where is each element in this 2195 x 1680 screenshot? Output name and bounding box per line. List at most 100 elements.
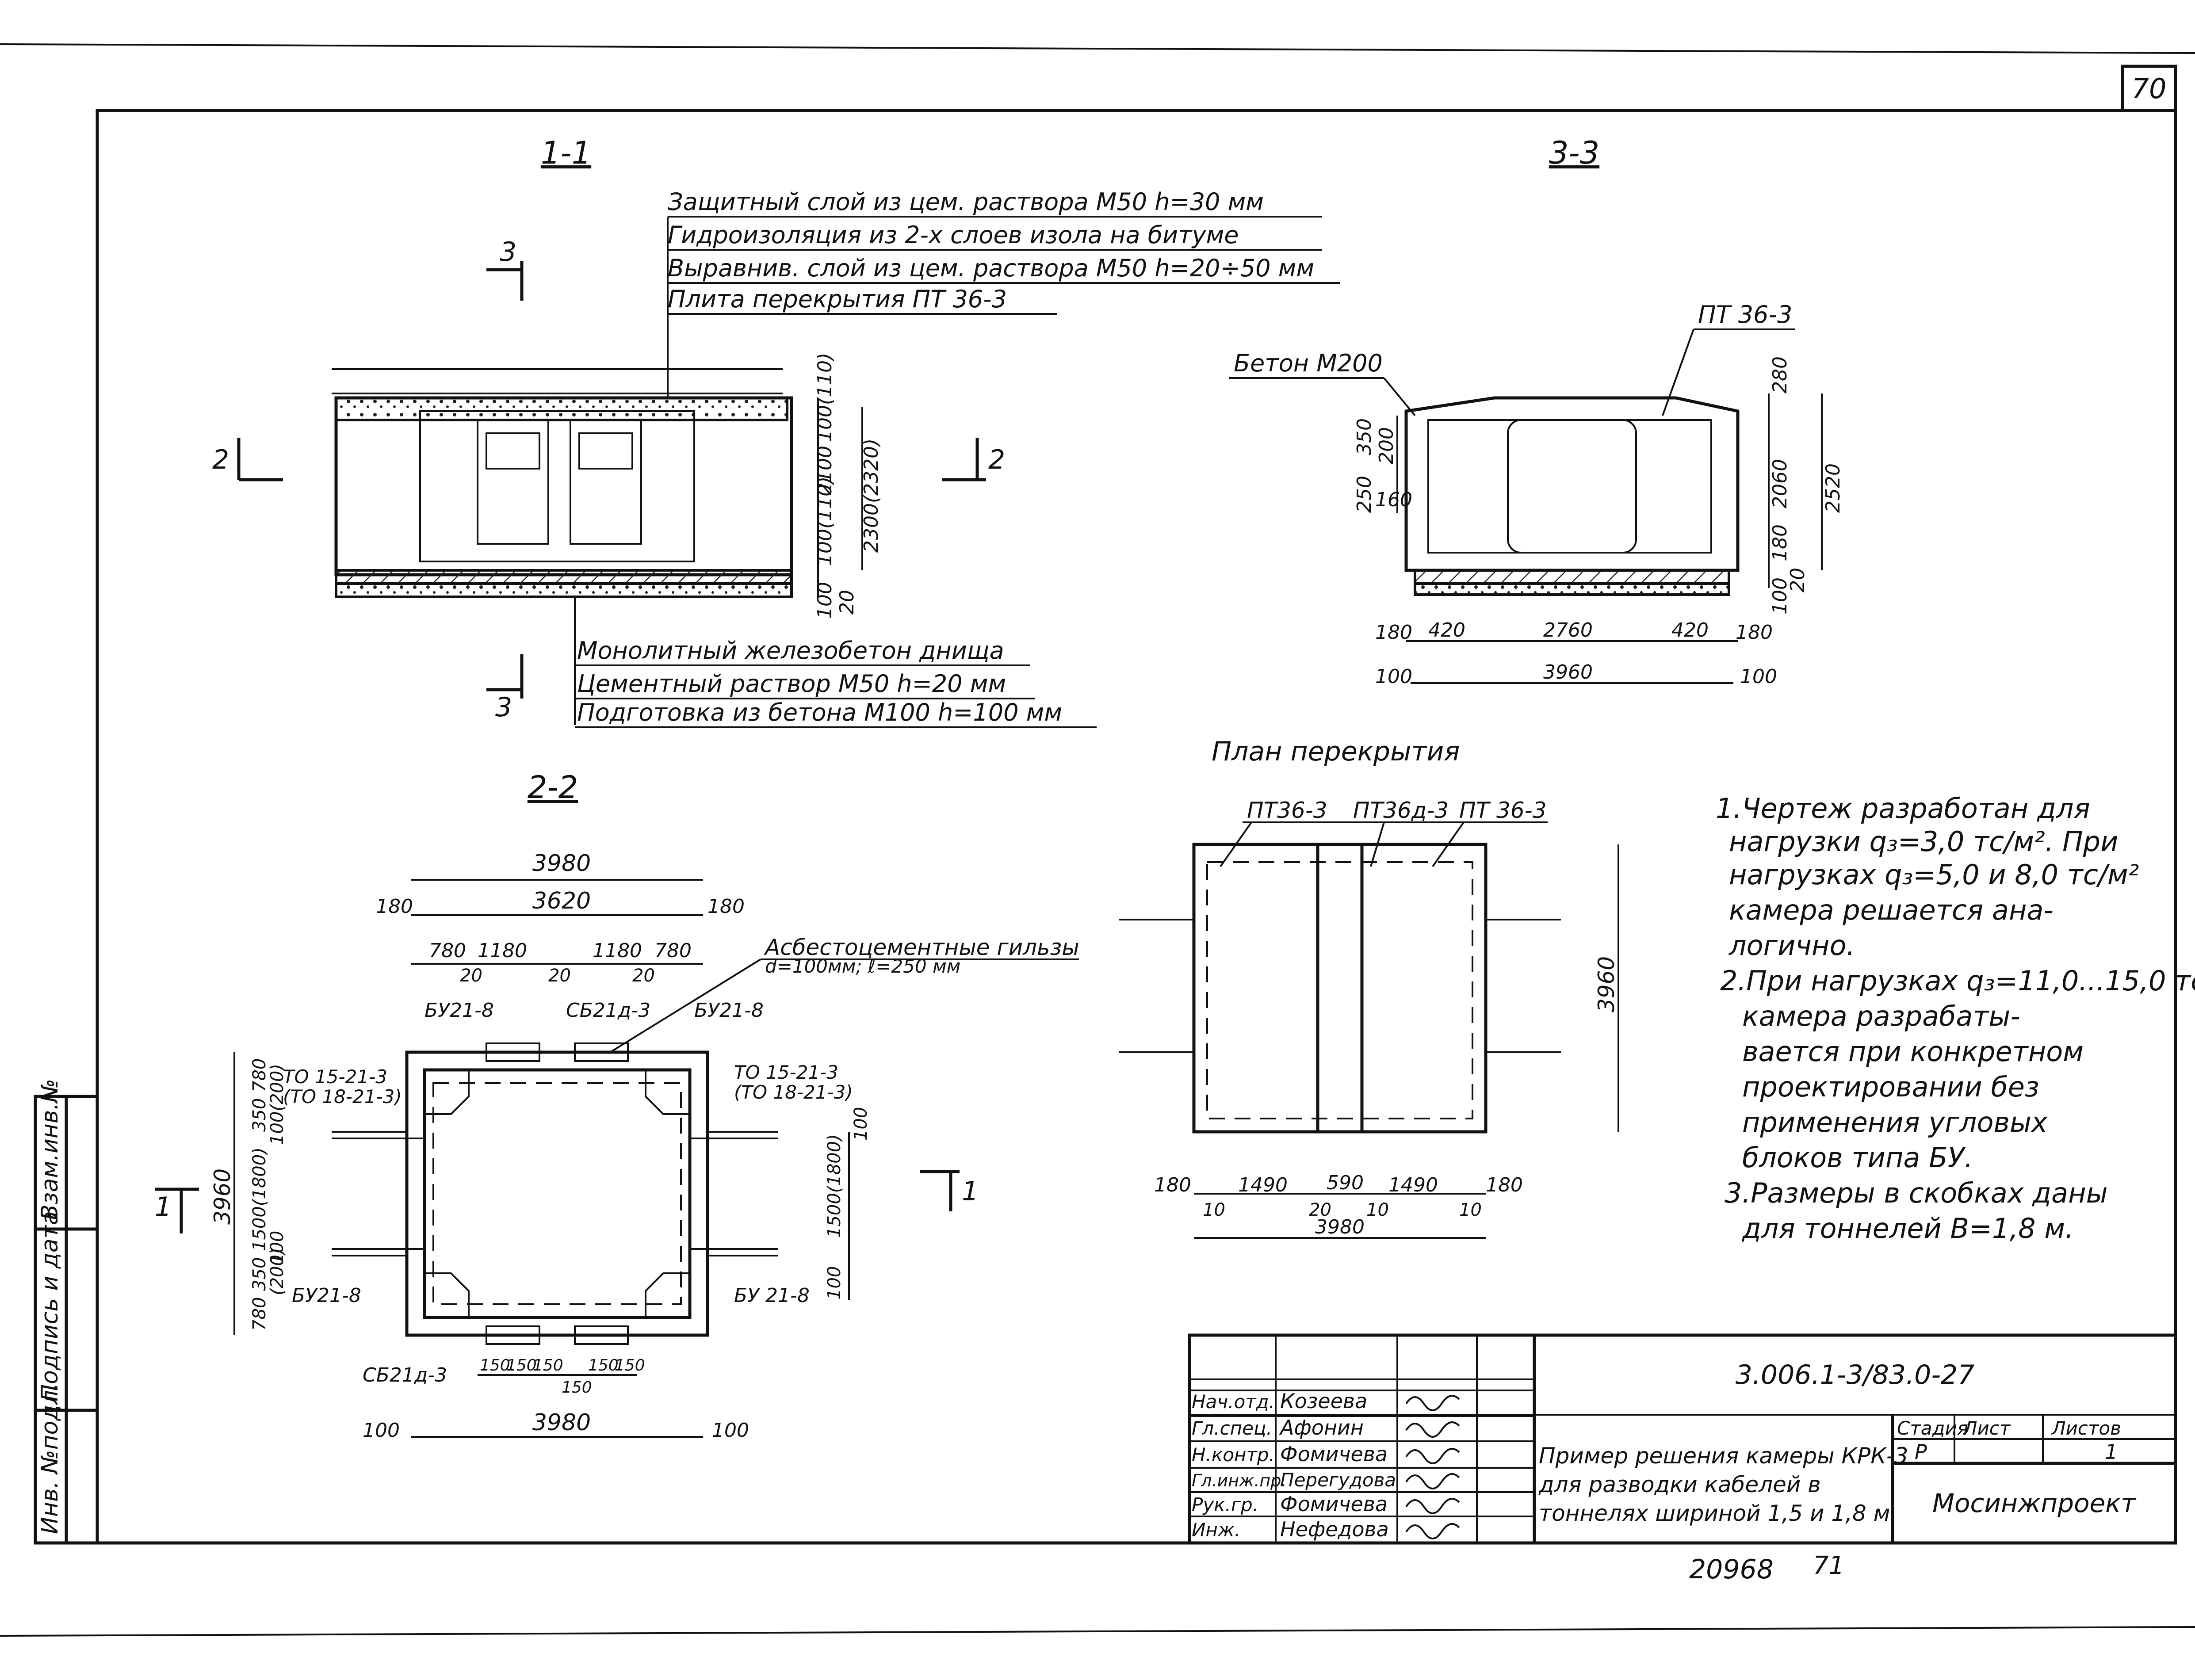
cut-2-left: 2 <box>212 444 229 475</box>
dim-2-2-s3: 150 <box>533 1356 563 1375</box>
dim-3-3-b3: 2760 <box>1543 619 1593 641</box>
block-bu21-8-tl: БУ21-8 <box>424 999 494 1022</box>
signature-0 <box>1405 1395 1460 1411</box>
dim-2-2-s1: 150 <box>480 1356 510 1375</box>
dim-3-3-350: 350 <box>1353 418 1376 455</box>
plan-label-pt36d-3: ПТ36д-3 <box>1353 798 1449 823</box>
stamp-vzam-inv: Взам.инв.№ <box>37 1079 63 1220</box>
footer-number: 20968 <box>1689 1554 1774 1585</box>
section-3-3: 3-3 ПТ 36-3 Бетон М200 350 200 250 160 2… <box>1229 135 1844 688</box>
label-beton-m200: Бетон М200 <box>1234 349 1383 377</box>
dim-1-1-top: 100(110) <box>814 353 836 442</box>
sheet-edge-bottom <box>0 1626 2195 1637</box>
plan-title: План перекрытия <box>1212 736 1460 767</box>
dim-2-2-780r: 780 <box>654 939 692 962</box>
dim-1-1-bottom: 100(110) <box>814 477 836 566</box>
role-4: Рук.гр. <box>1192 1494 1258 1516</box>
organization: Мосинжпроект <box>1932 1488 2137 1518</box>
dim-3-3-280: 280 <box>1769 356 1791 393</box>
dim-1-1-2300: 2300(2320) <box>860 439 883 553</box>
cut-2-right: 2 <box>988 444 1005 475</box>
note-line-11: блоков типа БУ. <box>1742 1142 1973 1174</box>
role-3: Гл.инж.пр. <box>1192 1471 1286 1490</box>
dim-2-2-1180b: 1180 <box>593 939 642 962</box>
cut-1-left: 1 <box>155 1191 172 1222</box>
dim-2-2-s2: 150 <box>506 1356 537 1375</box>
plan-dim-10c: 10 <box>1459 1200 1482 1220</box>
name-0: Козеева <box>1280 1389 1367 1413</box>
dim-2-2-b100r: 100 <box>712 1419 749 1442</box>
plan-dim-10a: 10 <box>1203 1200 1225 1220</box>
dim-3-3-250: 250 <box>1353 476 1376 513</box>
dim-2-2-780l: 780 <box>429 939 466 962</box>
dim-3-3-b4: 420 <box>1671 619 1709 641</box>
col-header-stage: Стадия <box>1897 1417 1968 1439</box>
note-line-1: 1.Чертеж разработан для <box>1716 792 2090 825</box>
note-line-6: 2.При нагрузках q₃=11,0...15,0 тс/м² <box>1720 965 2195 997</box>
plan-dim-1490r: 1490 <box>1388 1174 1438 1196</box>
dim-2-2-100-200: 100(200) <box>267 1064 287 1145</box>
note-line-5: логично. <box>1728 929 1855 962</box>
dim-2-2-r1500: 1500(1800) <box>824 1134 845 1238</box>
description-line-2: для разводки кабелей в <box>1538 1472 1821 1497</box>
plan-dim-20: 20 <box>1309 1200 1331 1220</box>
col-value-stage: Р <box>1915 1440 1927 1464</box>
dim-2-2-b3980: 3980 <box>532 1409 591 1436</box>
plan-label-pt36-3-right: ПТ 36-3 <box>1459 798 1547 823</box>
plan-dim-10b: 10 <box>1366 1200 1389 1220</box>
layer-slab: Плита перекрытия ПТ 36-3 <box>668 285 1007 313</box>
block-to18-right: (ТО 18-21-3) <box>734 1081 853 1103</box>
block-to18-left: (ТО 18-21-3) <box>283 1086 402 1107</box>
signature-2 <box>1405 1448 1460 1464</box>
dim-2-2-780a: 780 <box>249 1058 270 1092</box>
layer-protective: Защитный слой из цем. раствора М50 h=30 … <box>668 188 1264 216</box>
stamp-inv-podl: Инв. №подл. <box>37 1383 63 1534</box>
signature-4 <box>1405 1498 1460 1514</box>
block-to15-right: ТО 15-21-3 <box>734 1061 838 1083</box>
document-code: 3.006.1-3/83.0-27 <box>1736 1359 1975 1390</box>
note-line-12: 3.Размеры в скобках даны <box>1725 1177 2108 1209</box>
dim-1-1-2100: 2100 <box>814 446 836 495</box>
dim-3-3-160: 160 <box>1375 489 1412 511</box>
dim-1-1-100: 100 <box>814 582 836 619</box>
section-1-1-title: 1-1 <box>541 135 591 171</box>
section-1-1: 1-1 Защитный слой из цем. раствора М50 h… <box>212 135 1340 728</box>
section-2-2-title: 2-2 <box>528 769 578 806</box>
section-2-2: 2-2 Асбестоцементные гильзы d=100мм; ℓ=2… <box>155 769 1079 1442</box>
role-0: Нач.отд. <box>1192 1391 1275 1413</box>
note-line-3: нагрузках q₃=5,0 и 8,0 тс/м² <box>1729 859 2139 891</box>
dim-3-3-c3: 100 <box>1740 665 1777 688</box>
cut-3-bottom: 3 <box>495 692 512 723</box>
dim-2-2-180l: 180 <box>376 895 413 918</box>
dim-2-2-s5: 150 <box>615 1356 645 1375</box>
dim-3-3-2060: 2060 <box>1769 459 1791 508</box>
cut-3-top: 3 <box>500 237 516 267</box>
role-5: Инж. <box>1192 1519 1240 1541</box>
note-line-9: проектировании без <box>1742 1071 2039 1103</box>
note-line-10: применения угловых <box>1742 1106 2048 1138</box>
col-value-sheets: 1 <box>2105 1440 2118 1464</box>
role-2: Н.контр. <box>1192 1444 1275 1466</box>
plan-dim-590: 590 <box>1327 1172 1364 1194</box>
block-bu21-8-bl: БУ21-8 <box>292 1284 361 1307</box>
sheet-number-box <box>2121 65 2177 112</box>
dim-2-2-b100l: 100 <box>363 1419 400 1442</box>
layer-waterproofing: Гидроизоляция из 2-х слоев изола на биту… <box>668 221 1239 249</box>
dim-2-2-3980: 3980 <box>532 850 591 877</box>
side-stamp: Инв. №подл. Подпись и дата Взам.инв.№ <box>34 1079 99 1545</box>
note-line-8: вается при конкретном <box>1742 1035 2084 1068</box>
plan-dim-180l: 180 <box>1154 1174 1191 1196</box>
role-1: Гл.спец. <box>1192 1417 1272 1439</box>
dim-2-2-3960: 3960 <box>210 1168 235 1225</box>
plan-dim-1490l: 1490 <box>1238 1174 1288 1196</box>
dim-2-2-r100a: 100 <box>851 1107 871 1141</box>
title-block: Нач.отд. Гл.спец. Н.контр. Гл.инж.пр. Ру… <box>1188 1333 2177 1545</box>
plan-dim-3960: 3960 <box>1594 956 1619 1012</box>
dim-2-2-1180a: 1180 <box>478 939 527 962</box>
dim-2-2-20b: 20 <box>548 966 571 986</box>
plan-dim-3980: 3980 <box>1315 1216 1365 1238</box>
dim-3-3-c1: 100 <box>1375 665 1412 688</box>
plan-dim-180r: 180 <box>1486 1174 1523 1196</box>
dim-3-3-c2: 3960 <box>1543 661 1593 683</box>
